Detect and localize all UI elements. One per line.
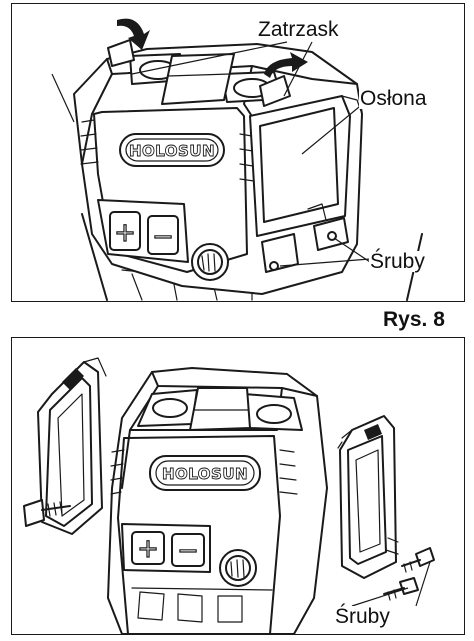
- logo-text-bottom: HOLOSUN: [162, 465, 248, 483]
- minus-button-symbol-top: −: [152, 222, 174, 252]
- figure-panel-top: HOLOSUN + −: [11, 3, 465, 302]
- sight-drawing-top: HOLOSUN + −: [51, 18, 423, 301]
- screws-label-top: Śruby: [369, 250, 426, 273]
- cover-label: Osłona: [359, 87, 428, 110]
- sight-drawing-bottom: HOLOSUN + −: [23, 357, 435, 634]
- plus-button-symbol-bottom: +: [137, 534, 159, 564]
- screws-label-bottom: Śruby: [334, 605, 391, 628]
- figure-panel-bottom: HOLOSUN + −: [11, 337, 465, 635]
- minus-button-symbol-bottom: −: [177, 536, 199, 566]
- figure-caption: Rys. 8: [383, 308, 445, 331]
- logo-text-top: HOLOSUN: [129, 142, 215, 160]
- plus-button-symbol-top: +: [114, 218, 136, 248]
- latch-label: Zatrzask: [257, 18, 340, 41]
